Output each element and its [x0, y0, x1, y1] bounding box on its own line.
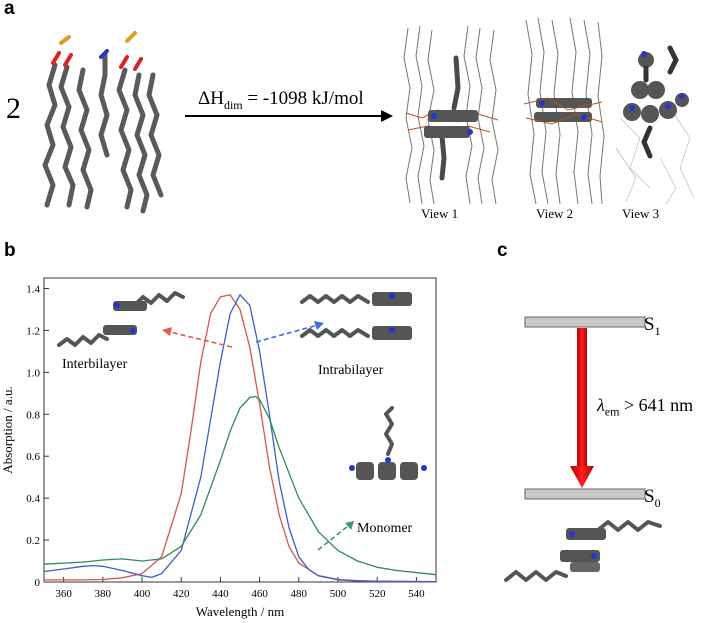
- y-axis-label: Absorption / a.u.: [0, 386, 15, 473]
- interbilayer-label: Interbilayer: [62, 357, 128, 372]
- interbilayer-dimer-illustration: [57, 291, 185, 347]
- x-tick-label: 460: [251, 588, 268, 600]
- annotation-arrows: [162, 321, 354, 551]
- dimerization-enthalpy-label: ΔHdim = -1098 kJ/mol: [198, 88, 364, 113]
- lipid-molecule-illustration: [42, 31, 164, 214]
- y-tick-label: 1.4: [26, 283, 40, 295]
- monomer-label: Monomer: [357, 521, 413, 536]
- y-tick-label: 1.0: [26, 367, 40, 379]
- emission-arrow-shaft: [577, 328, 587, 468]
- y-tick-label: 0.2: [26, 535, 40, 547]
- plot-frame: [43, 277, 437, 583]
- ground-state-dimer-illustration: [504, 520, 662, 582]
- absorption-spectrum-chart: 360 380 400 420 440 460 480 500 520 540 0 0.2 0.4 0.6…: [0, 277, 437, 619]
- x-tick-label: 540: [408, 588, 425, 600]
- x-tick-label: 480: [291, 588, 308, 600]
- emission-arrow-head: [570, 466, 594, 488]
- y-tick-label: 0.6: [26, 451, 40, 463]
- s1-label: S1: [644, 314, 661, 338]
- s0-level-bar: [524, 488, 646, 500]
- dh-value: = -1098 kJ/mol: [242, 88, 364, 109]
- x-tick-label: 380: [95, 588, 112, 600]
- energy-diagram: [524, 316, 646, 500]
- x-tick-label: 420: [173, 588, 190, 600]
- y-tick-label: 0.4: [26, 493, 40, 505]
- panel-b-letter: b: [4, 240, 16, 261]
- intrabilayer-label: Intrabilayer: [318, 363, 384, 378]
- intrabilayer-dimer-illustration: [300, 292, 412, 340]
- view-label-3: View 3: [622, 206, 660, 221]
- s1-level-bar: [524, 316, 646, 328]
- y-tick-label: 0.8: [26, 409, 40, 421]
- interbilayer-arrow: [169, 331, 233, 348]
- dimer-multiplier: 2: [6, 92, 21, 125]
- y-tick-label: 0: [35, 577, 41, 589]
- intrabilayer-arrow: [255, 324, 319, 343]
- x-axis-label: Wavelength / nm: [196, 604, 285, 619]
- x-tick-label: 520: [369, 588, 386, 600]
- y-tick-label: 1.2: [26, 325, 40, 337]
- dimer-view-2-illustration: [523, 17, 605, 205]
- dh-symbol: ΔH: [198, 88, 224, 109]
- x-tick-label: 360: [55, 588, 72, 600]
- panel-a-letter: a: [4, 0, 15, 19]
- x-tick-label: 440: [212, 588, 229, 600]
- dimer-view-1-illustration: [403, 25, 499, 205]
- s0-label: S0: [644, 486, 661, 510]
- monomer-arrow: [317, 525, 349, 551]
- monomer-illustration: [349, 406, 427, 480]
- emission-wavelength-label: λem > 641 nm: [597, 395, 694, 419]
- view-label-1: View 1: [421, 206, 459, 221]
- series-line-2: [43, 395, 437, 576]
- dimer-view-3-illustration: [615, 45, 695, 205]
- x-tick-label: 500: [330, 588, 347, 600]
- x-tick-label: 400: [134, 588, 151, 600]
- reaction-arrow: [185, 110, 393, 122]
- dh-subscript: dim: [223, 97, 243, 112]
- series-line-1: [43, 294, 437, 583]
- view-label-2: View 2: [536, 206, 574, 221]
- panel-c-letter: c: [497, 240, 508, 261]
